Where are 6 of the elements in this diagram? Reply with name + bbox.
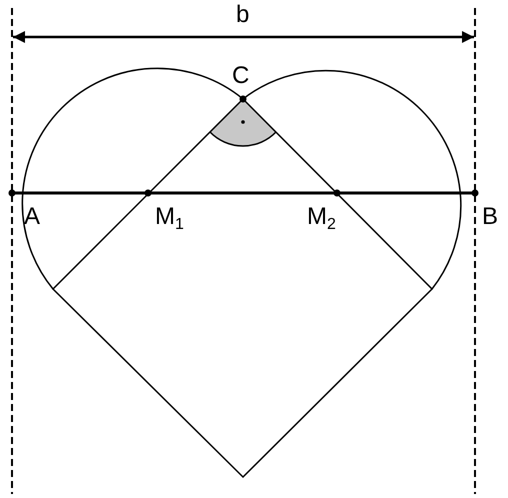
point-label: B xyxy=(482,205,498,229)
dimension-label: b xyxy=(236,3,250,27)
point-label: C xyxy=(232,64,250,88)
point-label: A xyxy=(24,205,40,229)
point-label: M$_{1}$ xyxy=(155,205,184,235)
point-label: M$_{2}$ xyxy=(307,205,336,235)
